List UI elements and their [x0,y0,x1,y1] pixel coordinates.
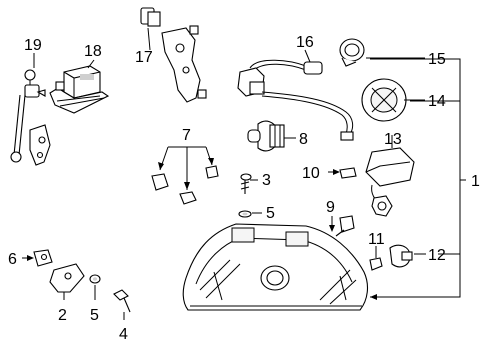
callout-16: 16 [296,34,314,51]
part-19-leveling-link [10,69,51,166]
part-15-retaining-ring [339,38,365,67]
part-4-bolt [113,289,131,320]
callout-10: 10 [302,165,320,182]
part-9-adjuster [329,215,355,237]
part-6-bracket [22,249,53,267]
part-8-headlamp-bulb [247,120,285,152]
callout-14: 14 [428,93,446,110]
callout-5-upper: 5 [266,205,275,222]
callout-5-lower: 5 [90,307,99,324]
part-18-leveling-sensor [49,65,110,114]
callout-3: 3 [262,172,271,189]
part-12-socket [389,244,426,268]
part-10-side-bulb [328,167,357,179]
callout-4: 4 [119,326,128,343]
callout-1: 1 [471,173,480,190]
part-14-dust-cover [361,78,407,122]
callout-11: 11 [368,231,385,248]
part-7-clips [151,146,219,205]
part-17-bracket [140,7,207,103]
callout-8: 8 [299,131,308,148]
part-5-washer-lower [89,274,101,300]
callout-17: 17 [135,49,153,66]
callout-1-bracket [370,58,466,300]
callout-9: 9 [326,199,335,216]
callout-7: 7 [182,127,191,144]
part-2-mount-bracket [49,263,85,300]
callout-18: 18 [84,43,102,60]
part-3-screw [240,173,258,194]
callout-6: 6 [8,251,17,268]
callout-2: 2 [58,307,67,324]
callout-12: 12 [428,247,446,264]
callout-labels: 19 18 17 16 15 14 13 8 7 3 10 1 5 9 11 1… [8,34,480,343]
part-5-washer-upper [238,210,262,218]
callout-19: 19 [24,37,42,54]
part-13-control-module [365,147,415,217]
headlamp-assembly [182,223,369,311]
leader-lines [33,27,425,148]
callout-13: 13 [384,131,402,148]
callout-15: 15 [428,51,446,68]
part-11-clip [369,246,383,271]
part-16-wiring-harness [237,59,354,141]
